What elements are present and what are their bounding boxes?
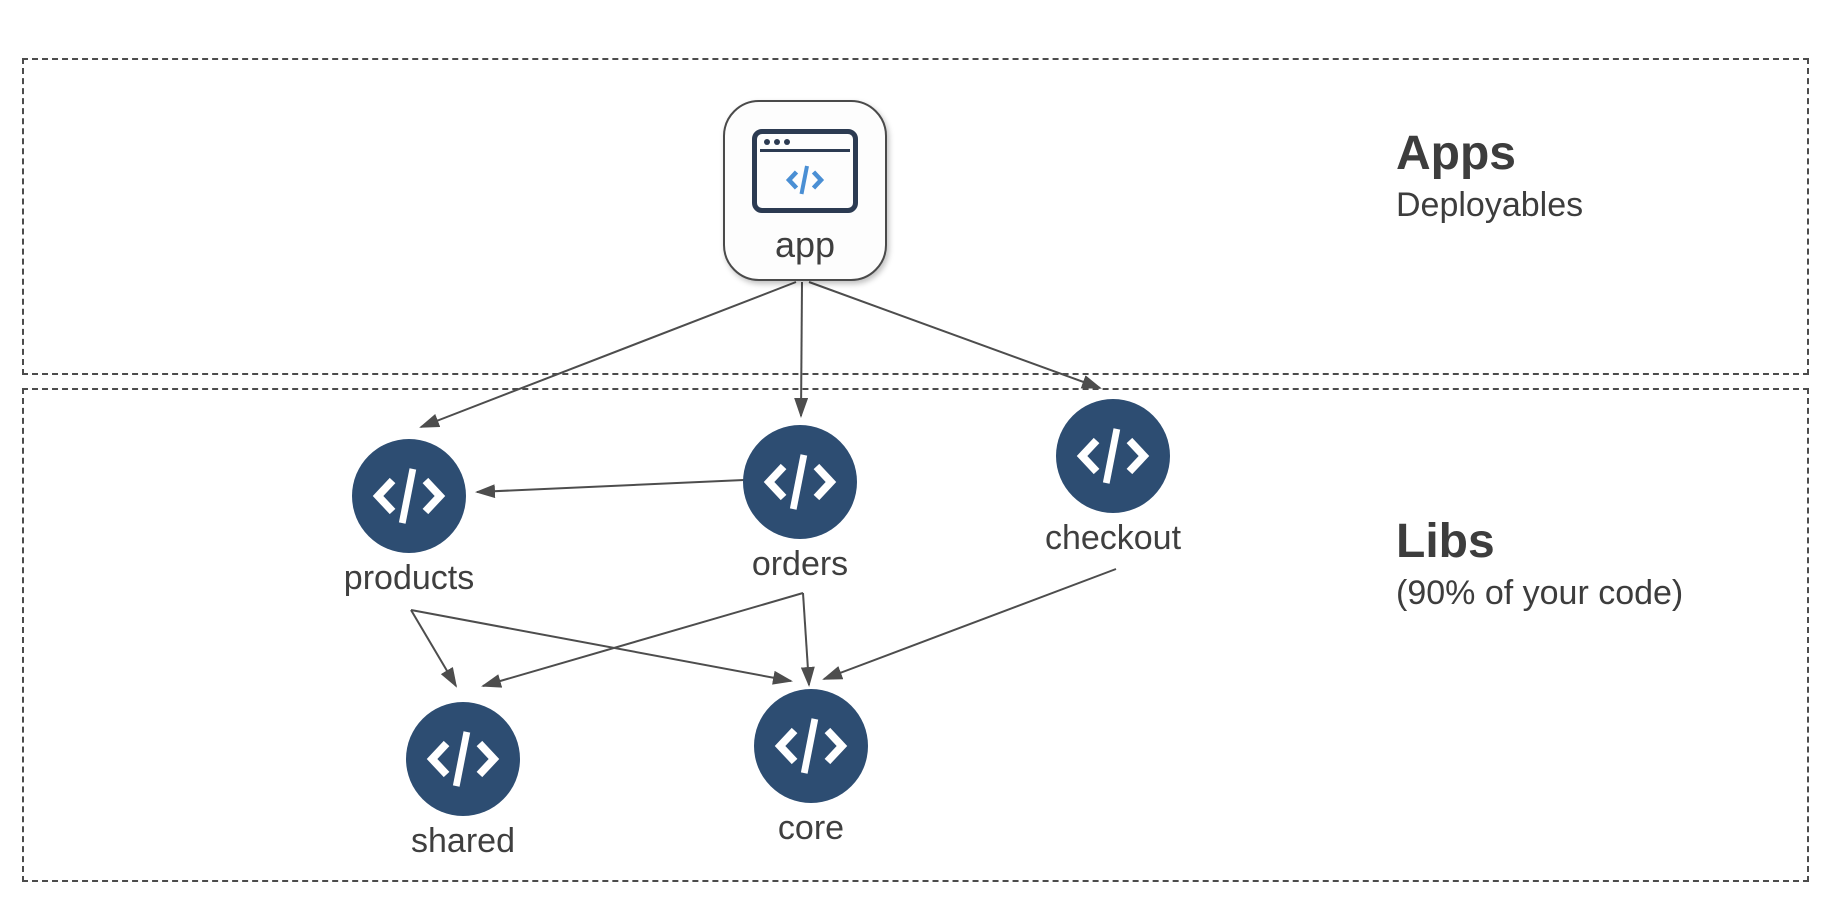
apps-heading: Apps Deployables: [1396, 126, 1583, 226]
node-label: products: [343, 559, 475, 597]
libs-title: Libs: [1396, 515, 1495, 568]
window-dots-icon: [757, 134, 853, 145]
node-label: orders: [751, 545, 849, 583]
node-label: core: [777, 809, 845, 847]
libs-region-box: [22, 388, 1809, 882]
code-icon: [743, 425, 857, 539]
node-checkout: checkout: [1013, 399, 1213, 557]
apps-subtitle: Deployables: [1396, 186, 1584, 225]
node-label: checkout: [1044, 519, 1182, 557]
node-orders: orders: [700, 425, 900, 583]
code-icon: [754, 689, 868, 803]
code-icon: [1056, 399, 1170, 513]
apps-title: Apps: [1396, 127, 1516, 180]
node-products: products: [309, 439, 509, 597]
node-app: app: [723, 100, 887, 281]
code-icon: [352, 439, 466, 553]
node-shared: shared: [363, 702, 563, 860]
browser-code-icon: [752, 129, 858, 213]
code-glyph-icon: [757, 152, 853, 208]
node-core: core: [711, 689, 911, 847]
app-node-label: app: [774, 224, 836, 265]
window-divider: [760, 149, 850, 152]
node-label: shared: [411, 822, 515, 860]
libs-heading: Libs (90% of your code): [1396, 514, 1683, 614]
libs-subtitle: (90% of your code): [1396, 574, 1684, 613]
code-icon: [406, 702, 520, 816]
